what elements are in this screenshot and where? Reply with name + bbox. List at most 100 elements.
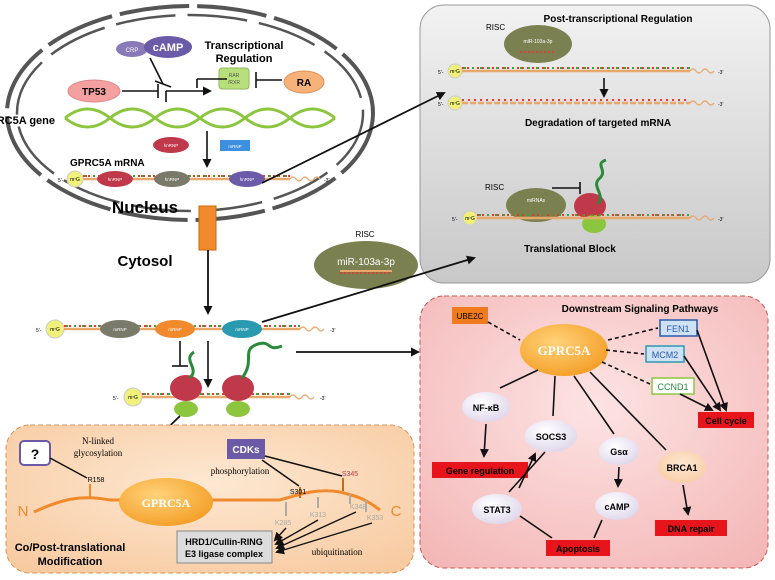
svg-text:hnRNP: hnRNP [108, 177, 123, 182]
nucleus-label: Nucleus [112, 198, 178, 217]
svg-text:5'-: 5'- [438, 102, 444, 108]
n-linked-label-2: glycosylation [74, 448, 123, 458]
cytosol-mrna-strand: 5'- m⁷G -3' mRNP mRNP mRNP [36, 319, 335, 339]
socs3-node [525, 420, 577, 452]
ribosome-small-1 [174, 401, 198, 417]
ube2c-box [452, 307, 488, 324]
post-transcriptional-panel: Post-transcriptional Regulation RISC miR… [419, 4, 771, 284]
ubiquitination-arrows [273, 511, 373, 555]
mcm2-box [645, 345, 685, 363]
nascent-peptide-block [595, 158, 607, 205]
svg-text:m⁷G: m⁷G [128, 395, 138, 401]
svg-text:m⁷G: m⁷G [50, 327, 60, 333]
svg-text:-3': -3' [718, 70, 723, 76]
hnrnp-free-label: hnRNP [164, 143, 179, 148]
transcriptional-regulation-label-1: Transcriptional [205, 40, 284, 52]
risc-ellipse [314, 241, 418, 289]
translational-block-label: Translational Block [524, 244, 616, 255]
mrna-blocked: 5'- m⁷G -3' [452, 210, 723, 226]
gprc5a-protein-chain [33, 489, 381, 514]
risc-top-label: RISC [486, 23, 505, 32]
transcription-regulation-arrows [122, 57, 282, 102]
cdks-box [227, 439, 265, 459]
hrd1-box [176, 530, 273, 564]
ribosome-large-2 [222, 375, 254, 401]
gprc5a-protein-label: GPRC5A [142, 496, 191, 510]
k348-label: K348 [350, 504, 366, 511]
brca1-label: BRCA1 [666, 463, 697, 473]
ribosome-small-block [582, 215, 606, 233]
gprc5a-node [520, 324, 608, 376]
mcm2-label: MCM2 [652, 350, 679, 360]
r158-label: R158 [88, 477, 105, 484]
apoptosis-label: Apoptosis [556, 544, 600, 554]
svg-text:mRNP: mRNP [168, 327, 181, 332]
mirnas-label: miRNAs [527, 198, 546, 204]
ccnd1-box [651, 377, 695, 395]
hrd1-label-2: E3 ligase complex [185, 549, 263, 559]
transcriptional-regulation-label-2: Regulation [216, 53, 273, 65]
svg-text:hnRNP: hnRNP [240, 177, 255, 182]
svg-text:-3': -3' [320, 396, 325, 402]
ube2c-label: UBE2C [457, 312, 484, 321]
unknown-glycosylation-box [19, 440, 51, 466]
svg-text:-3': -3' [718, 102, 723, 108]
fen1-label: FEN1 [666, 324, 689, 334]
modification-panel: ? N-linked glycosylation CDKs phosphoryl… [5, 424, 415, 574]
svg-text:5'-: 5'- [113, 396, 119, 402]
k285-label: K285 [275, 520, 291, 527]
ra-node [283, 70, 325, 94]
dna-repair-label: DNA repair [668, 524, 715, 534]
cdks-label: CDKs [232, 445, 260, 456]
stat3-label: STAT3 [483, 505, 510, 515]
risc-top-ellipse [504, 25, 572, 63]
unknown-glycosylation-label: ? [31, 446, 40, 462]
nucleus-envelope-outer [5, 4, 375, 222]
crp-node [116, 41, 148, 57]
n-linked-label-1: N-linked [82, 436, 114, 446]
gprc5a-gene-label: GPRC5A gene [0, 115, 55, 127]
svg-text:-3': -3' [330, 328, 335, 334]
modification-title-2: Modification [38, 556, 103, 568]
nfkb-label: NF-κB [473, 403, 500, 413]
mir103a-label: miR-103a-3p [337, 257, 395, 268]
gprc5a-gene-helix [64, 107, 336, 129]
ribosome-large-1 [170, 375, 202, 401]
svg-text:5'-: 5'- [58, 178, 64, 184]
camp-downstream-node [595, 492, 639, 520]
risc-bottom-ellipse [506, 188, 566, 222]
svg-text:-3': -3' [324, 178, 329, 184]
nucleus-envelope-inner [15, 13, 365, 213]
risc-mir103a-complex: RISC miR-103a-3p [314, 230, 418, 289]
k313-label: K313 [310, 512, 326, 519]
stat3-node [472, 494, 522, 524]
phosphorylation-label: phosphorylation [211, 466, 270, 476]
cytosol-label: Cytosol [117, 253, 172, 270]
crp-label: CRP [126, 48, 139, 54]
modification-title-1: Co/Post-translational [15, 542, 126, 554]
hrd1-label-1: HRD1/Cullin-RING [185, 537, 263, 547]
post-transcriptional-box [419, 4, 771, 284]
n-terminus-label: N [18, 503, 29, 520]
s301-label: S301 [290, 489, 306, 496]
svg-text:mRNP: mRNP [235, 327, 248, 332]
camp-node [144, 36, 192, 58]
gprc5a-mrna-label: GPRC5A mRNA [70, 158, 145, 169]
svg-text:hnRNP: hnRNP [165, 177, 180, 182]
ubiquitination-label: ubiquitination [312, 547, 363, 557]
k353-label: K353 [367, 515, 383, 522]
ccnd1-label: CCND1 [657, 382, 688, 392]
ribosome-large-block [574, 193, 606, 219]
dna-repair-box [655, 520, 727, 536]
signaling-edges [479, 321, 728, 539]
nucleus-mrna-strand: 5'- m⁷G -3' hnRNP hnRNP hnRNP [58, 170, 329, 188]
svg-text:m⁷G: m⁷G [465, 216, 475, 222]
svg-text:m⁷G: m⁷G [70, 177, 80, 183]
nuclear-pore [198, 205, 217, 251]
svg-text:mRNP: mRNP [113, 327, 126, 332]
svg-text:5'-: 5'- [438, 70, 444, 76]
brca1-node [658, 451, 706, 483]
ra-label: RA [297, 78, 311, 89]
risc-bottom-label: RISC [485, 183, 504, 192]
mrna-targeted-1: 5'- m⁷G -3' [438, 63, 723, 79]
